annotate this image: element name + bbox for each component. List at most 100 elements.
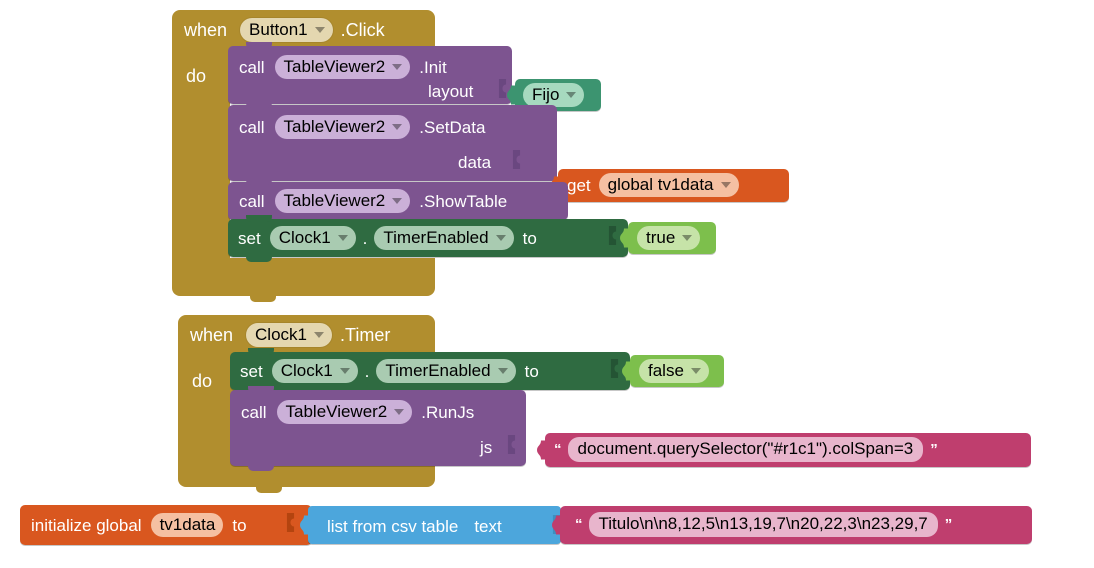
to-label: to xyxy=(524,361,539,381)
value-socket xyxy=(507,435,516,454)
block-when-clock1-timer[interactable]: when Clock1 .Timer do set Clock1 . xyxy=(178,315,1031,493)
method-name-label: .ShowTable xyxy=(419,191,508,211)
logic-dropdown-false[interactable]: false xyxy=(639,359,709,383)
logic-dropdown-true-label: true xyxy=(646,228,676,247)
chevron-down-icon xyxy=(392,197,403,204)
text-field-csv-value: Titulo\n\n8,12,5\n13,19,7\n20,22,3\n23,2… xyxy=(598,514,928,533)
plug-icon xyxy=(552,515,561,535)
layout-dropdown-fijo-label: Fijo xyxy=(532,85,560,104)
block-call-tableviewer2-runjs[interactable]: call TableViewer2 .RunJs js xyxy=(230,386,526,471)
block-text-js[interactable]: “ document.querySelector("#r1c1").colSpa… xyxy=(537,433,1031,467)
text-field-csv[interactable]: Titulo\n\n8,12,5\n13,19,7\n20,22,3\n23,2… xyxy=(588,511,938,537)
call-label: call xyxy=(241,402,267,422)
call-label: call xyxy=(239,57,265,77)
event-name-label: .Timer xyxy=(340,325,391,345)
component-dropdown-tableviewer2-label: TableViewer2 xyxy=(285,402,388,421)
method-name-label: .SetData xyxy=(419,117,486,137)
event-left-spine xyxy=(172,46,230,280)
chevron-down-icon xyxy=(682,234,693,241)
variable-dropdown-global-tv1data[interactable]: global tv1data xyxy=(598,173,739,197)
quote-open-icon: “ xyxy=(554,440,562,458)
method-name-label: .RunJs xyxy=(421,402,475,422)
statement-bottom-notch xyxy=(246,255,272,262)
arg-label-text: text xyxy=(474,516,502,536)
component-dropdown-button1[interactable]: Button1 xyxy=(240,18,333,42)
chevron-down-icon xyxy=(690,367,701,374)
plug-icon xyxy=(620,228,629,248)
value-socket xyxy=(286,513,295,532)
component-dropdown-clock1-label: Clock1 xyxy=(280,361,333,380)
arg-label-js: js xyxy=(480,437,493,457)
layout-dropdown-fijo[interactable]: Fijo xyxy=(523,83,585,107)
block-get-global-tv1data[interactable]: get global tv1data xyxy=(550,169,789,202)
text-field-js[interactable]: document.querySelector("#r1c1").colSpan=… xyxy=(567,436,924,462)
component-dropdown-tableviewer2[interactable]: TableViewer2 xyxy=(274,115,411,139)
text-field-js-value: document.querySelector("#r1c1").colSpan=… xyxy=(577,439,914,458)
dot-separator: . xyxy=(362,228,368,248)
statement-top-notch xyxy=(246,42,272,49)
set-label: set xyxy=(238,228,261,248)
chevron-down-icon xyxy=(392,123,403,130)
component-dropdown-tableviewer2[interactable]: TableViewer2 xyxy=(276,400,413,424)
plug-icon xyxy=(507,85,516,105)
event-bottom-notch xyxy=(256,486,282,493)
component-dropdown-clock1[interactable]: Clock1 xyxy=(271,359,358,383)
block-call-tableviewer2-init[interactable]: call TableViewer2 .Init layout xyxy=(228,42,512,104)
variable-init-body[interactable]: initialize global tv1data to xyxy=(20,505,312,545)
event-bottom-bar xyxy=(172,258,435,296)
chevron-down-icon xyxy=(566,91,577,98)
set-label: set xyxy=(240,361,263,381)
when-label: when xyxy=(190,325,234,345)
event-bottom-notch xyxy=(250,295,276,302)
get-label: get xyxy=(567,175,591,195)
component-dropdown-clock1[interactable]: Clock1 xyxy=(246,323,332,347)
value-socket xyxy=(498,79,507,98)
chevron-down-icon xyxy=(392,63,403,70)
property-dropdown-timerenabled[interactable]: TimerEnabled xyxy=(376,359,516,383)
property-dropdown-timerenabled[interactable]: TimerEnabled xyxy=(374,226,514,250)
variable-name-field-tv1data-value: tv1data xyxy=(159,515,216,534)
value-socket xyxy=(608,226,617,245)
quote-open-icon: “ xyxy=(575,515,583,533)
block-set-clock1-timerenabled[interactable]: set Clock1 . TimerEnabled to xyxy=(228,215,628,262)
event-name-label: .Click xyxy=(340,20,385,40)
plug-icon xyxy=(537,440,546,460)
to-label: to xyxy=(522,228,537,248)
statement-top-notch xyxy=(248,386,274,393)
component-dropdown-clock1[interactable]: Clock1 xyxy=(269,226,356,250)
logic-dropdown-false-label: false xyxy=(648,361,684,380)
block-call-tableviewer2-setdata[interactable]: call TableViewer2 .SetData data xyxy=(228,101,557,181)
chevron-down-icon xyxy=(314,331,324,338)
statement-top-notch xyxy=(246,215,272,222)
value-socket xyxy=(512,150,521,169)
plug-icon xyxy=(300,515,309,535)
chevron-down-icon xyxy=(497,367,508,374)
block-when-button1-click[interactable]: when Button1 .Click do call TableViewer2… xyxy=(172,10,789,302)
to-label: to xyxy=(232,515,247,535)
statement-bottom-notch xyxy=(248,464,274,471)
block-list-from-csv-table[interactable]: list from csv table text xyxy=(300,506,561,544)
block-logic-true[interactable]: true xyxy=(620,222,716,254)
component-dropdown-clock1-label: Clock1 xyxy=(278,228,331,247)
property-dropdown-timerenabled-label: TimerEnabled xyxy=(383,228,489,247)
do-label: do xyxy=(186,66,207,86)
block-text-csv[interactable]: “ Titulo\n\n8,12,5\n13,19,7\n20,22,3\n23… xyxy=(552,506,1032,544)
list-from-csv-table-label: list from csv table xyxy=(327,516,459,536)
dot-separator: . xyxy=(364,361,370,381)
component-dropdown-tableviewer2-label: TableViewer2 xyxy=(283,117,386,136)
chevron-down-icon xyxy=(339,367,350,374)
block-call-tableviewer2-showtable[interactable]: call TableViewer2 .ShowTable xyxy=(228,178,568,220)
block-set-clock1-timerenabled[interactable]: set Clock1 . TimerEnabled to xyxy=(230,348,630,395)
block-initialize-global-tv1data[interactable]: initialize global tv1data to list from c… xyxy=(20,505,1032,545)
do-label: do xyxy=(192,371,213,391)
variable-name-field-tv1data[interactable]: tv1data xyxy=(150,513,224,537)
block-logic-false[interactable]: false xyxy=(622,355,724,387)
variable-dropdown-global-tv1data-label: global tv1data xyxy=(607,175,714,194)
block-helper-fijo[interactable]: Fijo xyxy=(507,79,601,111)
chevron-down-icon xyxy=(394,408,405,415)
component-dropdown-tableviewer2[interactable]: TableViewer2 xyxy=(274,55,411,79)
component-dropdown-tableviewer2[interactable]: TableViewer2 xyxy=(274,189,411,213)
statement-top-notch xyxy=(246,101,272,108)
logic-dropdown-true[interactable]: true xyxy=(637,226,701,250)
